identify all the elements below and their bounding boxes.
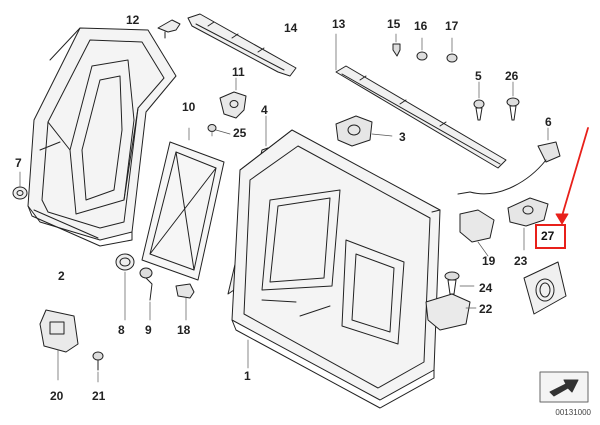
callout-10: 10 [182, 100, 196, 114]
part-27-trim-bezel [523, 261, 567, 315]
part-22-cover [425, 293, 477, 331]
part-24-push-clip [444, 271, 475, 295]
callout-11: 11 [232, 65, 245, 79]
callout-23: 23 [514, 254, 528, 268]
part-1-main-backrest-frame [231, 129, 441, 409]
callout-13: 13 [332, 17, 346, 31]
callout-3: 3 [399, 130, 406, 144]
part-17-nut [446, 37, 458, 63]
callout-14: 14 [284, 21, 298, 35]
part-20-hinge [39, 309, 79, 381]
callout-18: 18 [177, 323, 191, 337]
part-11-latch [219, 77, 247, 119]
callout-16: 16 [414, 19, 428, 33]
part-10-cross-brace-plate [141, 127, 225, 281]
part-23-bracket [507, 197, 549, 251]
part-3-lock [335, 115, 393, 147]
callout-12: 12 [126, 13, 140, 27]
callout-9: 9 [145, 323, 152, 337]
callout-15: 15 [387, 17, 401, 31]
callout-19: 19 [482, 254, 496, 268]
callout-17: 17 [445, 19, 459, 33]
part-9-pin [139, 267, 153, 321]
part-13-rail [335, 33, 507, 169]
part-25-screw [207, 124, 231, 137]
part-18-clip [175, 283, 195, 321]
part-6-cable [457, 127, 561, 195]
callout-6: 6 [545, 115, 552, 129]
callout-22: 22 [479, 302, 493, 316]
callout-24: 24 [479, 281, 493, 295]
highlight-arrow [555, 127, 589, 225]
callout-1: 1 [244, 369, 251, 383]
callout-20: 20 [50, 389, 64, 403]
part-5-clip [473, 81, 485, 121]
part-15-screw [392, 33, 401, 57]
callout-27: 27 [541, 229, 555, 243]
part-16-nut [416, 37, 428, 61]
highlight-box-27 [535, 224, 566, 249]
part-12-clip [157, 19, 181, 39]
callout-8: 8 [118, 323, 125, 337]
callout-5: 5 [475, 69, 482, 83]
part-19-bracket [459, 209, 495, 257]
callout-25: 25 [233, 126, 247, 140]
callout-4: 4 [261, 103, 268, 117]
part-8-cup [115, 253, 135, 321]
catalog-number: 00131000 [555, 408, 591, 417]
callout-7: 7 [15, 156, 22, 170]
part-2-left-backrest-frame [27, 27, 177, 247]
part-7-cap [12, 171, 28, 200]
part-14-top-rail [187, 13, 297, 77]
navigation-arrow-icon [539, 371, 589, 403]
callout-26: 26 [505, 69, 519, 83]
callout-2: 2 [58, 269, 65, 283]
part-26-clip [506, 81, 520, 121]
callout-21: 21 [92, 389, 106, 403]
part-21-bolt [92, 351, 104, 383]
